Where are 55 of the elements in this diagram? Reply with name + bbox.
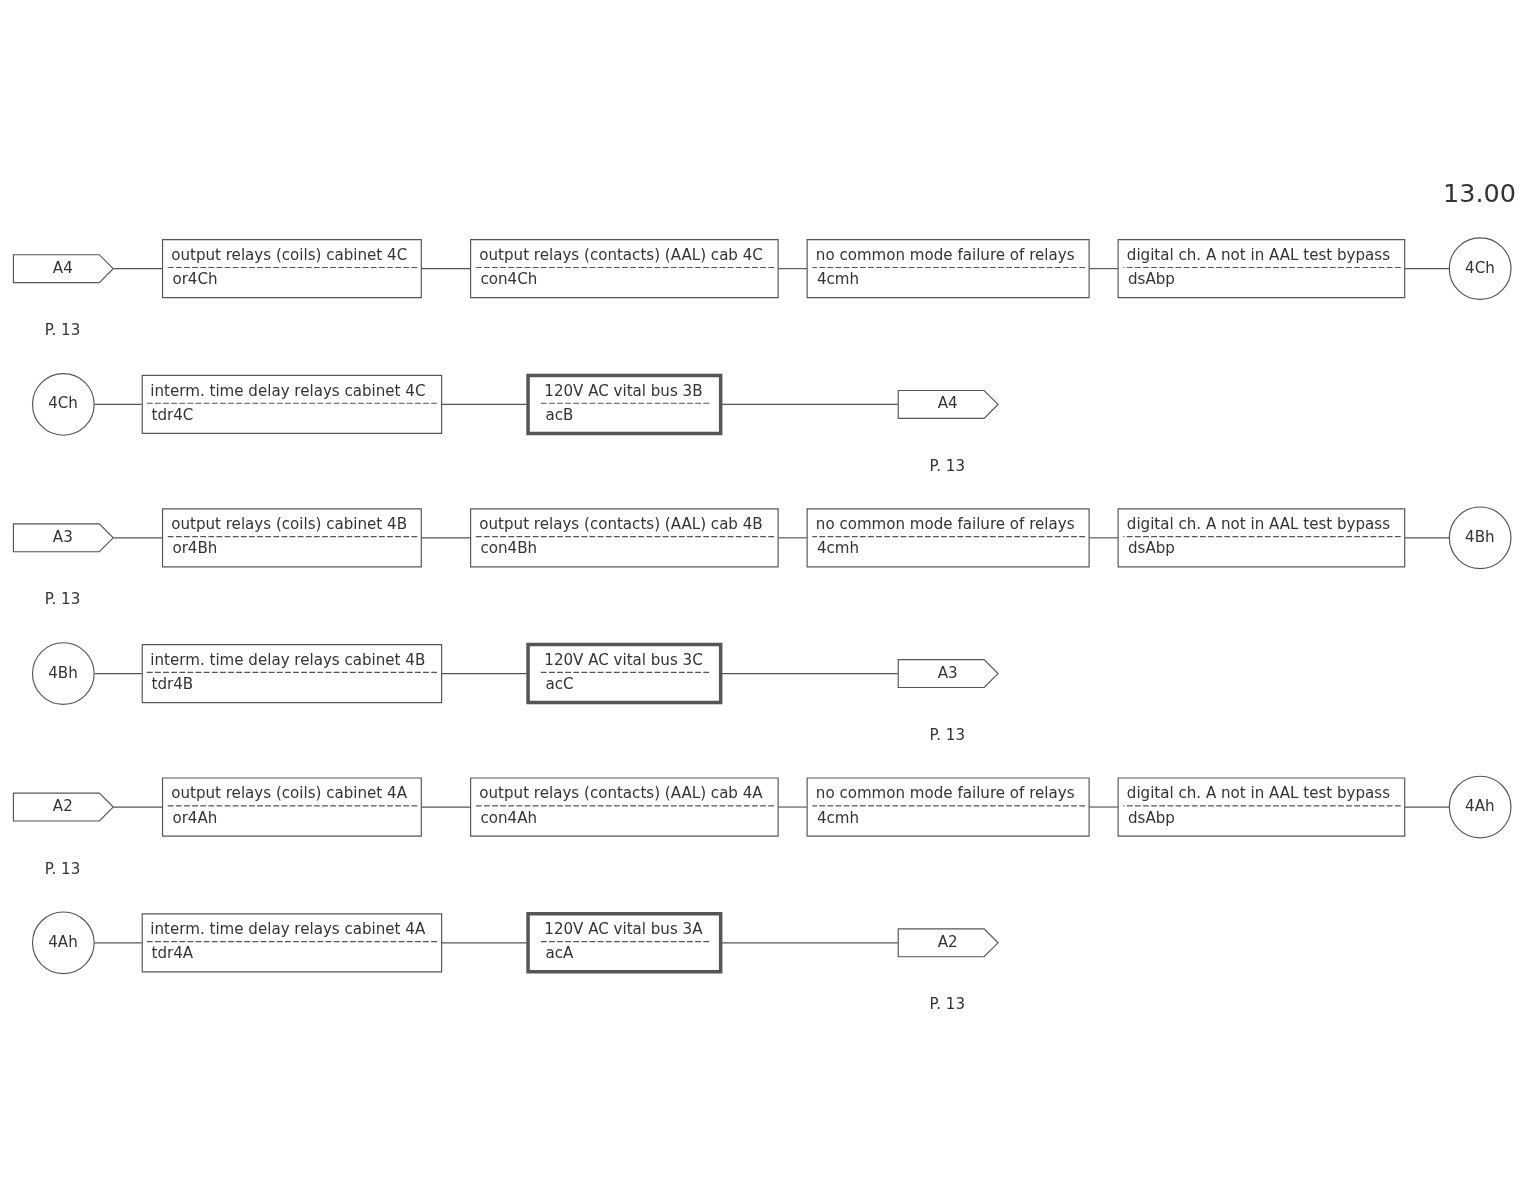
connector [93, 941, 143, 943]
connector [441, 941, 529, 943]
connector [777, 267, 808, 269]
node-box: interm. time delay relays cabinet 4A tdr4A [141, 912, 443, 972]
connector [720, 403, 899, 405]
connector [1404, 805, 1450, 808]
connector [777, 805, 808, 808]
connector [113, 536, 163, 538]
label: 13.00 [1443, 177, 1517, 208]
node-circle: 4Ah [1448, 775, 1512, 838]
node-circle: 4Bh [31, 641, 95, 705]
connector [1088, 536, 1119, 538]
node-label: P. 13 [929, 994, 966, 1013]
node-box: no common mode failure of relays 4cmh [806, 776, 1090, 837]
connector [777, 536, 808, 538]
connector [720, 672, 899, 674]
connector [1088, 805, 1119, 808]
node-box: output relays (contacts) (AAL) cab 4B con4Bh [470, 507, 779, 567]
node-box: interm. time delay relays cabinet 4C tdr4C [141, 374, 443, 434]
node-box: output relays (coils) cabinet 4B or4Bh [161, 507, 422, 567]
node-box: digital ch. A not in AAL test bypass dsAbp [1117, 776, 1406, 837]
node-box: digital ch. A not in AAL test bypass dsAbp [1117, 238, 1406, 298]
node-box: 120V AC vital bus 3A acA [526, 911, 723, 974]
node-label: P. 13 [44, 859, 81, 878]
connector [421, 536, 471, 538]
node-box: 120V AC vital bus 3B acB [526, 373, 723, 435]
node-box: output relays (contacts) (AAL) cab 4A con4Ah [470, 776, 779, 837]
connector [1404, 267, 1450, 269]
node-label: P. 13 [929, 725, 966, 744]
node-box: no common mode failure of relays 4cmh [806, 507, 1090, 567]
connector [1404, 536, 1450, 538]
connector [720, 941, 899, 943]
node-label: P. 13 [44, 589, 81, 608]
node-box: output relays (contacts) (AAL) cab 4C con4Ch [470, 238, 779, 298]
node-box: output relays (coils) cabinet 4A or4Ah [161, 776, 422, 837]
node-box: interm. time delay relays cabinet 4B tdr4B [141, 643, 443, 703]
connector [93, 403, 143, 405]
node-box: output relays (coils) cabinet 4C or4Ch [161, 238, 422, 298]
connector [441, 672, 529, 674]
node-box: 120V AC vital bus 3C acC [526, 642, 723, 704]
node-circle: 4Ch [31, 372, 95, 436]
connector [441, 403, 529, 405]
connector [113, 805, 163, 808]
node-circle: 4Ch [1448, 236, 1512, 300]
connector [421, 267, 471, 269]
connector [1088, 267, 1119, 269]
node-label: P. 13 [929, 456, 966, 475]
node-box: digital ch. A not in AAL test bypass dsAbp [1117, 507, 1406, 567]
connector [113, 267, 163, 269]
node-circle: 4Bh [1448, 505, 1512, 569]
connector [93, 672, 143, 674]
node-label: P. 13 [44, 320, 81, 339]
node-box: no common mode failure of relays 4cmh [806, 238, 1090, 298]
connector [421, 805, 471, 808]
node-circle: 4Ah [31, 910, 95, 974]
